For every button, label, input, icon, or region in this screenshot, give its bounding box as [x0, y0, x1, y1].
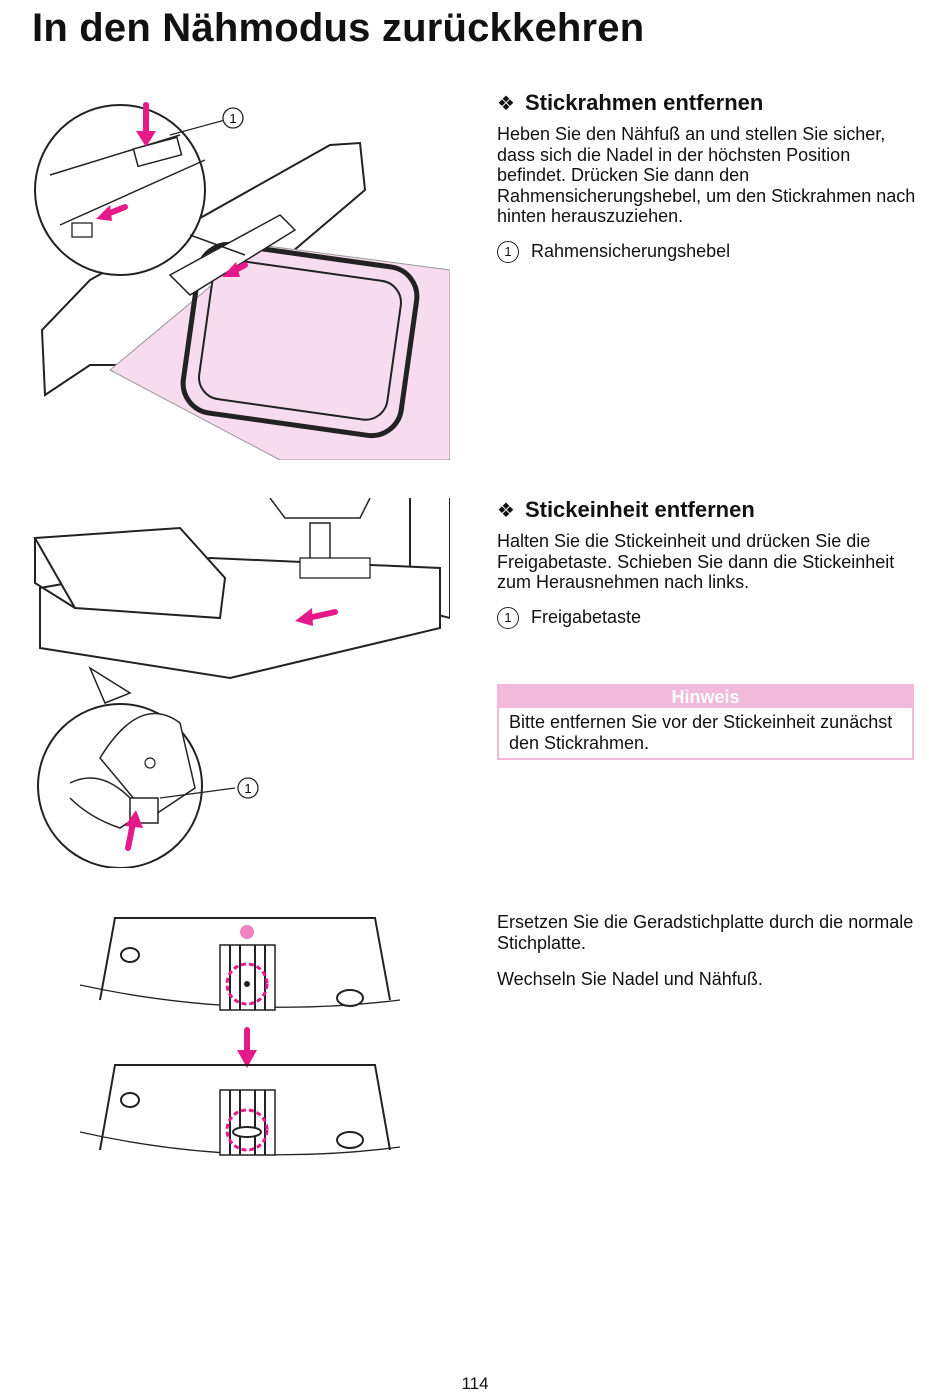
page-number: 114 [461, 1374, 489, 1393]
section1-paragraph: Heben Sie den Nähfuß an und stellen Sie … [497, 124, 916, 226]
zoom-circle [34, 104, 206, 276]
section-remove-frame: ❖ Stickrahmen entfernen Heben Sie den Nä… [497, 90, 917, 263]
figure-remove-unit: 1 [33, 498, 450, 868]
section3-paragraph2: Wechseln Sie Nadel und Nähfuß. [497, 969, 763, 989]
section2-callout: 1 Freigabetaste [497, 606, 917, 629]
section1-callout: 1 Rahmensicherungshebel [497, 240, 917, 263]
callout-label: Rahmensicherungshebel [531, 241, 731, 261]
section1-heading: ❖ Stickrahmen entfernen [497, 90, 917, 116]
hoop-outer [180, 241, 420, 439]
section2-heading-text: Stickeinheit entfernen [524, 497, 755, 522]
section-remove-unit: ❖ Stickeinheit entfernen Halten Sie die … [497, 497, 917, 629]
callout-number: 1 [497, 606, 519, 629]
figure-needle-plate [80, 917, 401, 1156]
diamond-bullet-icon: ❖ [497, 499, 515, 522]
section2-heading: ❖ Stickeinheit entfernen [497, 497, 917, 523]
page-title: In den Nähmodus zurückkehren [32, 6, 645, 50]
section1-heading-text: Stickrahmen entfernen [524, 90, 764, 115]
figure-remove-frame: 1 [34, 102, 450, 460]
callout-number: 1 [497, 240, 519, 263]
fig1-callout: 1 [229, 111, 236, 126]
note-header: Hinweis [499, 686, 912, 708]
callout-label: Freigabetaste [531, 607, 642, 627]
section2-paragraph: Halten Sie die Stickeinheit und drücken … [497, 531, 895, 592]
section-needle-plate: Ersetzen Sie die Geradstichplatte durch … [497, 904, 917, 990]
section3-paragraph1: Ersetzen Sie die Geradstichplatte durch … [497, 912, 914, 953]
note-box: Hinweis Bitte entfernen Sie vor der Stic… [497, 684, 914, 760]
diamond-bullet-icon: ❖ [497, 92, 515, 115]
note-text: Bitte entfernen Sie vor der Stickeinheit… [509, 712, 893, 753]
fig2-callout: 1 [244, 781, 251, 796]
